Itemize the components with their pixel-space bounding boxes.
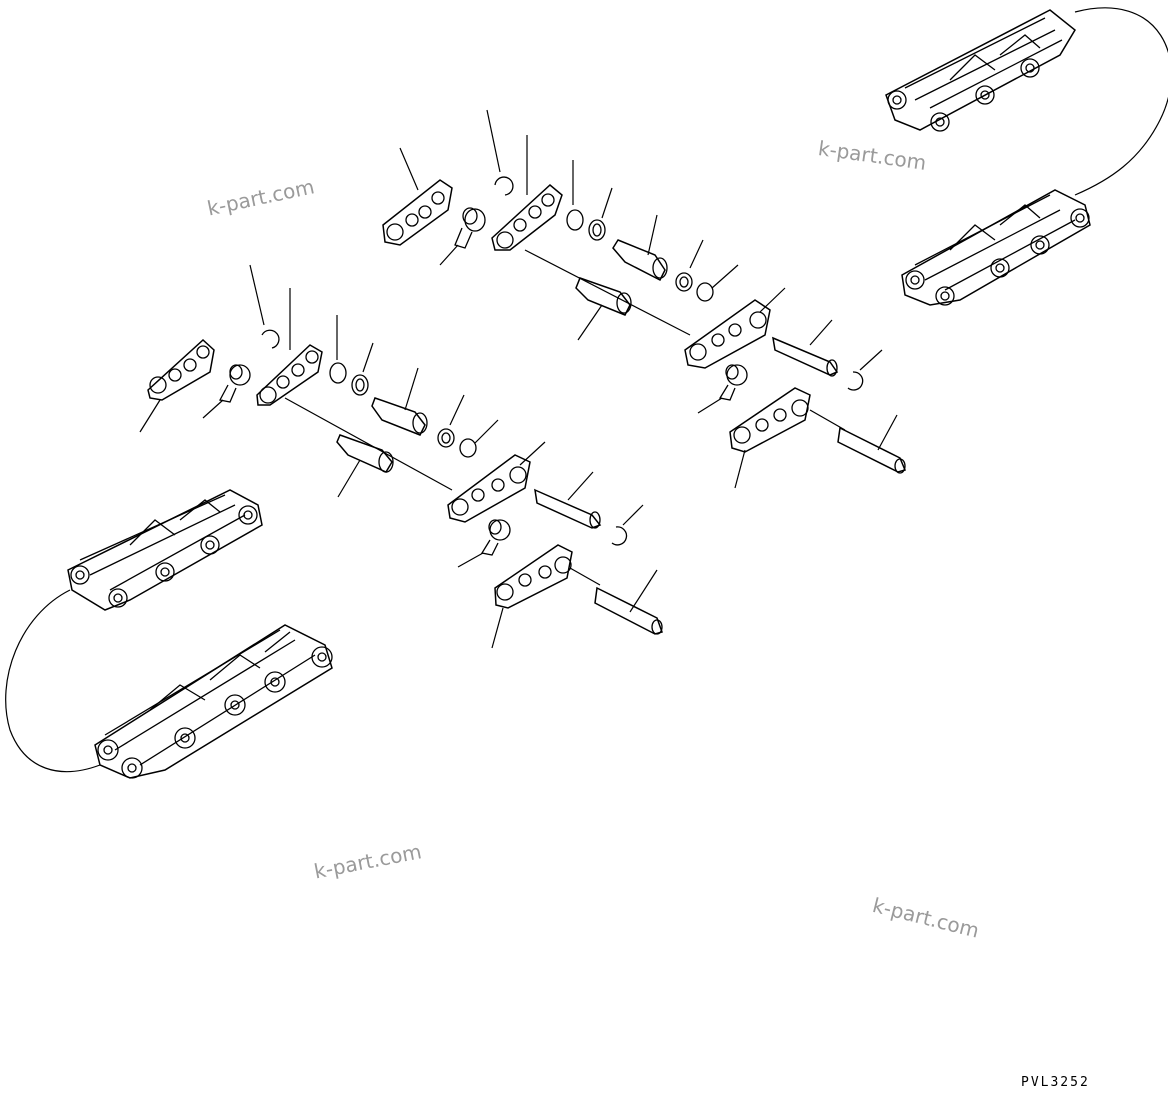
drawing-code: PVL3252 bbox=[1021, 1075, 1090, 1090]
track-chain-upper-right bbox=[885, 7, 1168, 306]
track-chain-lower-left bbox=[5, 489, 333, 779]
exploded-parts-upper bbox=[382, 109, 907, 489]
exploded-parts-lower bbox=[139, 264, 663, 649]
